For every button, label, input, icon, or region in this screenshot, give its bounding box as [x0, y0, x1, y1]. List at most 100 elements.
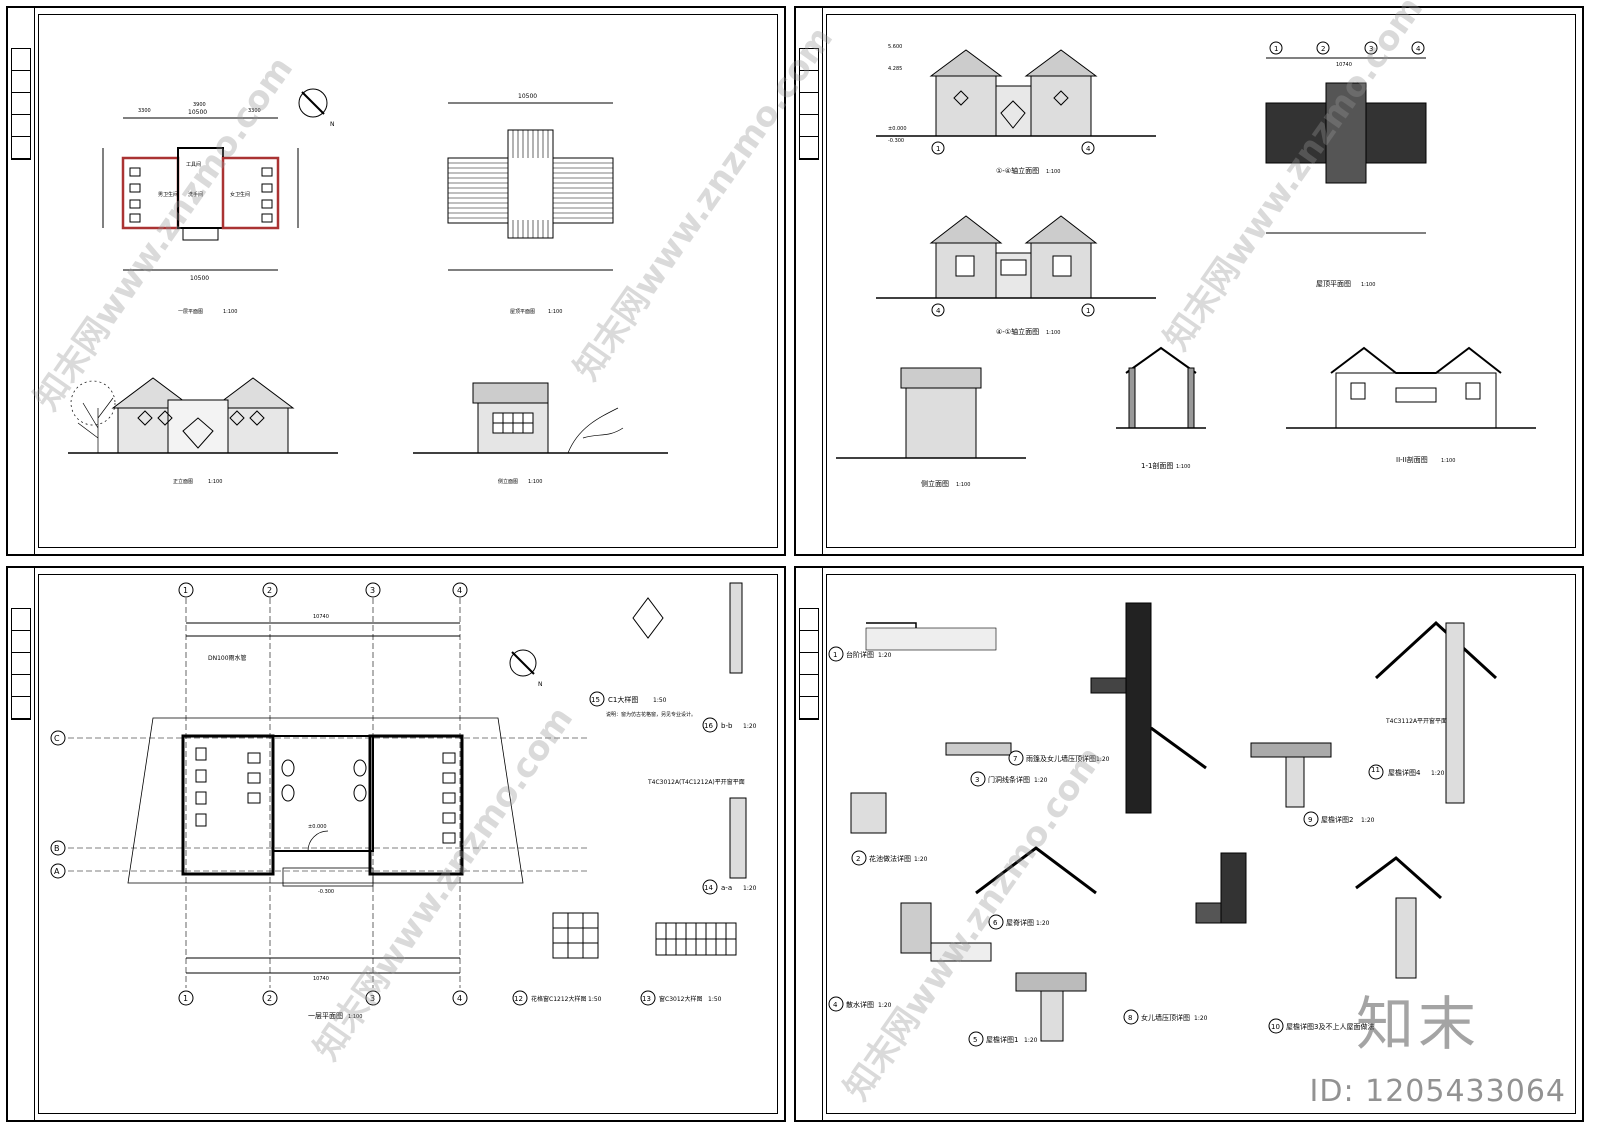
outdoor-level: -0.300	[318, 889, 334, 895]
axis-label: 1	[183, 586, 188, 595]
d4-scale: 1:20	[878, 1002, 892, 1009]
d2-title: 花池做法详图	[869, 854, 911, 863]
axis-marker	[1316, 41, 1330, 55]
axis-marker	[1081, 303, 1095, 317]
axis-row-label: A	[54, 867, 60, 876]
plan-total-dim-bottom: 10500	[190, 275, 209, 282]
details-linework	[850, 602, 1498, 1042]
drawing-frame	[826, 574, 1576, 1114]
d9-scale: 1:20	[1361, 817, 1375, 824]
roofplan-scale: 1:100	[1361, 282, 1375, 288]
axis-marker	[1081, 141, 1095, 155]
sheet-1-drawings: 男卫生间 女卫生间 工具间 洗手间 10500 10500 3300 3900 …	[68, 88, 668, 485]
plan1-scale: 1:100	[223, 309, 237, 315]
sec2-scale: 1:100	[1441, 458, 1455, 464]
plan-dim-2: 3900	[193, 102, 206, 108]
axis-marker	[50, 840, 66, 856]
c1-title: C1大样图	[608, 695, 638, 704]
plan-title: 一层平面图	[308, 1012, 343, 1020]
north-label: N	[538, 681, 543, 688]
detail-num: 7	[1013, 755, 1017, 763]
elev-mark: -0.300	[888, 138, 904, 144]
detail-num: 15	[591, 696, 600, 704]
axis-marker	[262, 582, 278, 598]
section-1-1	[1116, 346, 1206, 429]
detail-num: 14	[704, 884, 713, 892]
bb-section-detail	[729, 582, 743, 674]
d4-title: 散水详图	[846, 1000, 874, 1009]
pipe-note: DN100雨水管	[208, 654, 247, 662]
drawing-frame	[826, 14, 1576, 548]
roofplan-title: 屋顶平面图	[1316, 280, 1351, 288]
plan-total-dim-bottom: 10740	[313, 976, 329, 982]
sheet-2-drawings: 1 4 5.600 4.285 ±0.000 -0.300 ①-④轴立面图 1:…	[836, 41, 1536, 488]
drawing-frame	[38, 574, 778, 1114]
d10-title: 屋檐详图3及不上人屋面做法	[1286, 1022, 1374, 1031]
plan-dim-1: 3300	[138, 108, 151, 114]
detail-num: 3	[975, 776, 979, 784]
c3012-window-detail	[655, 922, 737, 956]
axis-marker	[365, 990, 381, 1006]
aa-section-detail	[729, 797, 747, 879]
aa-scale: 1:20	[743, 885, 757, 892]
sec11-title: 1-1剖面图	[1141, 461, 1173, 470]
drawing-sheet-2: 1 4 5.600 4.285 ±0.000 -0.300 ①-④轴立面图 1:…	[794, 6, 1584, 556]
axis-marker	[1269, 41, 1283, 55]
detail-num: 5	[973, 1036, 977, 1044]
axis-label: 3	[370, 994, 375, 1003]
detail-num: 1	[833, 651, 837, 659]
d2-scale: 1:20	[914, 856, 928, 863]
elev-mark: ±0.000	[888, 126, 907, 132]
room-male-label: 男卫生间	[158, 191, 178, 198]
sheet-3-drawings: 1 2 3 4 1 2 3 4 C B A 10740 10740 DN100雨…	[50, 582, 757, 1020]
side-elev-scale: 1:100	[528, 479, 542, 485]
detail-num: 16	[704, 722, 713, 730]
brand-logo: 知末	[1355, 990, 1480, 1058]
title-block	[796, 8, 823, 554]
d8-title: 女儿墙压顶详图	[1141, 1013, 1190, 1022]
detailed-floor-plan	[68, 598, 588, 988]
axis-marker	[262, 990, 278, 1006]
axis-row-label: B	[54, 844, 60, 853]
side-elevation-drawing	[413, 382, 668, 454]
elev14-title: ①-④轴立面图	[996, 166, 1039, 175]
d7-scale: 1:20	[1096, 756, 1110, 763]
axis-marker	[50, 863, 66, 879]
axis-marker	[452, 582, 468, 598]
detail-num: 2	[856, 855, 860, 863]
window-plan-label: T4C3012A(T4C1212A)平开窗平面	[647, 778, 745, 786]
roof-plan-drawing	[447, 102, 614, 271]
c3012-scale: 1:50	[708, 996, 722, 1003]
axis-marker	[178, 582, 194, 598]
roof-plan-hatched	[1265, 57, 1427, 234]
c1-scale: 1:50	[653, 697, 667, 704]
axis-label: 4	[936, 307, 941, 315]
d6-scale: 1:20	[1036, 920, 1050, 927]
sideelev-scale: 1:100	[956, 482, 970, 488]
detail-marker	[702, 879, 718, 895]
north-arrow-icon	[509, 649, 537, 677]
roof-total-dim: 10740	[1336, 62, 1352, 68]
front-elev-scale: 1:100	[208, 479, 222, 485]
axis-label: 2	[1321, 45, 1325, 53]
axis-marker	[1411, 41, 1425, 55]
room-hall-label: 洗手间	[188, 191, 203, 198]
elev41-scale: 1:100	[1046, 330, 1060, 336]
elev14-scale: 1:100	[1046, 169, 1060, 175]
aa-title: a-a	[721, 884, 732, 892]
c1-window-detail	[632, 597, 664, 639]
title-block	[8, 568, 35, 1120]
axis-label: 4	[457, 586, 462, 595]
drawing-sheet-4: 1 台阶详图 1:20 2 花池做法详图 1:20 3 门洞线条详图 1:20 …	[794, 566, 1584, 1122]
detail-num: 13	[642, 995, 651, 1003]
title-block	[796, 568, 823, 1120]
axis-marker	[931, 141, 945, 155]
c1212-scale: 1:50	[588, 996, 602, 1003]
ground-floor-plan	[102, 117, 299, 271]
detail-num: 10	[1271, 1023, 1280, 1031]
plan-scale: 1:100	[348, 1014, 362, 1020]
room-female-label: 女卫生间	[230, 191, 250, 198]
plan-total-dim: 10740	[313, 614, 329, 620]
bb-title: b-b	[721, 722, 733, 730]
sheet-4-drawings: 1 台阶详图 1:20 2 花池做法详图 1:20 3 门洞线条详图 1:20 …	[828, 602, 1498, 1047]
